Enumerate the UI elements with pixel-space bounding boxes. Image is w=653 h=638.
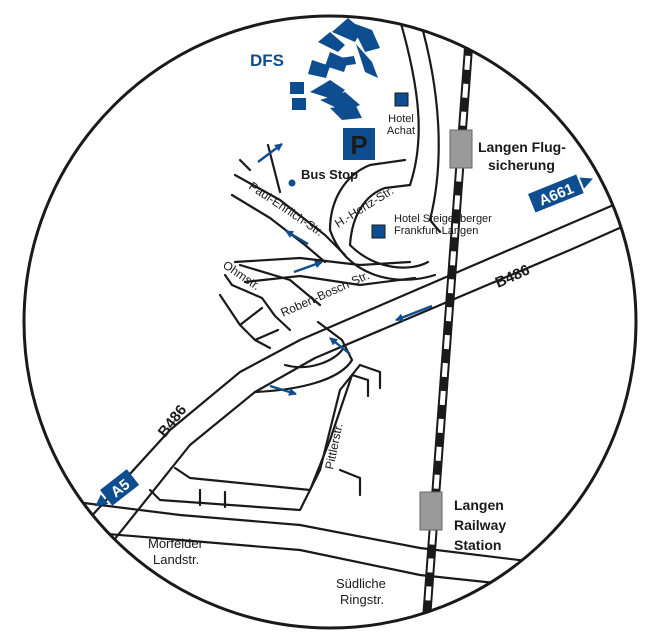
road-robert-bosch — [233, 256, 417, 287]
hotel-steig-label-2: Frankfurt-Langen — [394, 225, 478, 237]
hotel-achat-label-2: Achat — [387, 125, 415, 137]
road-b486-east-label: B486 — [493, 262, 533, 292]
road-b486 — [86, 183, 636, 547]
hotel-achat-label-1: Hotel — [388, 113, 414, 125]
road-ohm — [218, 263, 322, 350]
bus-stop-label: Bus Stop — [301, 167, 358, 182]
street-moerfelder-label-2: Landstr. — [153, 552, 199, 567]
street-suedliche-label-1: Südliche — [336, 576, 386, 591]
street-ohm-label: Ohmstr. — [220, 258, 263, 293]
dfs-label: DFS — [250, 51, 284, 70]
road-b486-west-label: B486 — [155, 402, 190, 441]
railway-line — [420, 16, 477, 628]
station-flug-label-1: Langen Flug- — [478, 139, 566, 155]
map-border — [22, 14, 638, 630]
street-moerfelder-label-1: Mörfelder — [148, 536, 204, 551]
street-hertz-label: H.-Hertz-Str. — [332, 183, 396, 230]
station-flug-label-2: sicherung — [488, 157, 555, 173]
hotel-square-icon — [371, 224, 386, 239]
parking-label: P — [350, 130, 367, 160]
station-rail-label-2: Railway — [454, 517, 506, 533]
direction-arrow-icon — [257, 143, 433, 396]
dfs-building-icon — [290, 18, 380, 120]
road-north-access — [393, 16, 442, 234]
station-block-icon — [449, 129, 473, 169]
road-loop — [148, 320, 382, 512]
station-railway: Langen Railway Station — [419, 491, 506, 553]
parking-icon: P — [343, 128, 375, 160]
station-rail-label-1: Langen — [454, 497, 504, 513]
hotel-steig-label-1: Hotel Steigenberger — [394, 213, 492, 225]
bus-stop-dot-icon — [288, 179, 296, 187]
road-hertz — [328, 158, 437, 281]
station-rail-label-3: Station — [454, 537, 501, 553]
street-suedliche-label-2: Ringstr. — [340, 592, 384, 607]
shield-a661: A661 — [528, 174, 593, 213]
bus-stop: Bus Stop — [288, 167, 358, 187]
hotel-achat: Hotel Achat — [387, 92, 415, 137]
station-flugsicherung: Langen Flug- sicherung — [449, 129, 566, 173]
station-block-icon — [419, 491, 443, 531]
hotel-square-icon — [394, 92, 409, 107]
hotel-steigenberger: Hotel Steigenberger Frankfurt-Langen — [371, 213, 492, 239]
shield-a661-label: A661 — [537, 180, 577, 209]
